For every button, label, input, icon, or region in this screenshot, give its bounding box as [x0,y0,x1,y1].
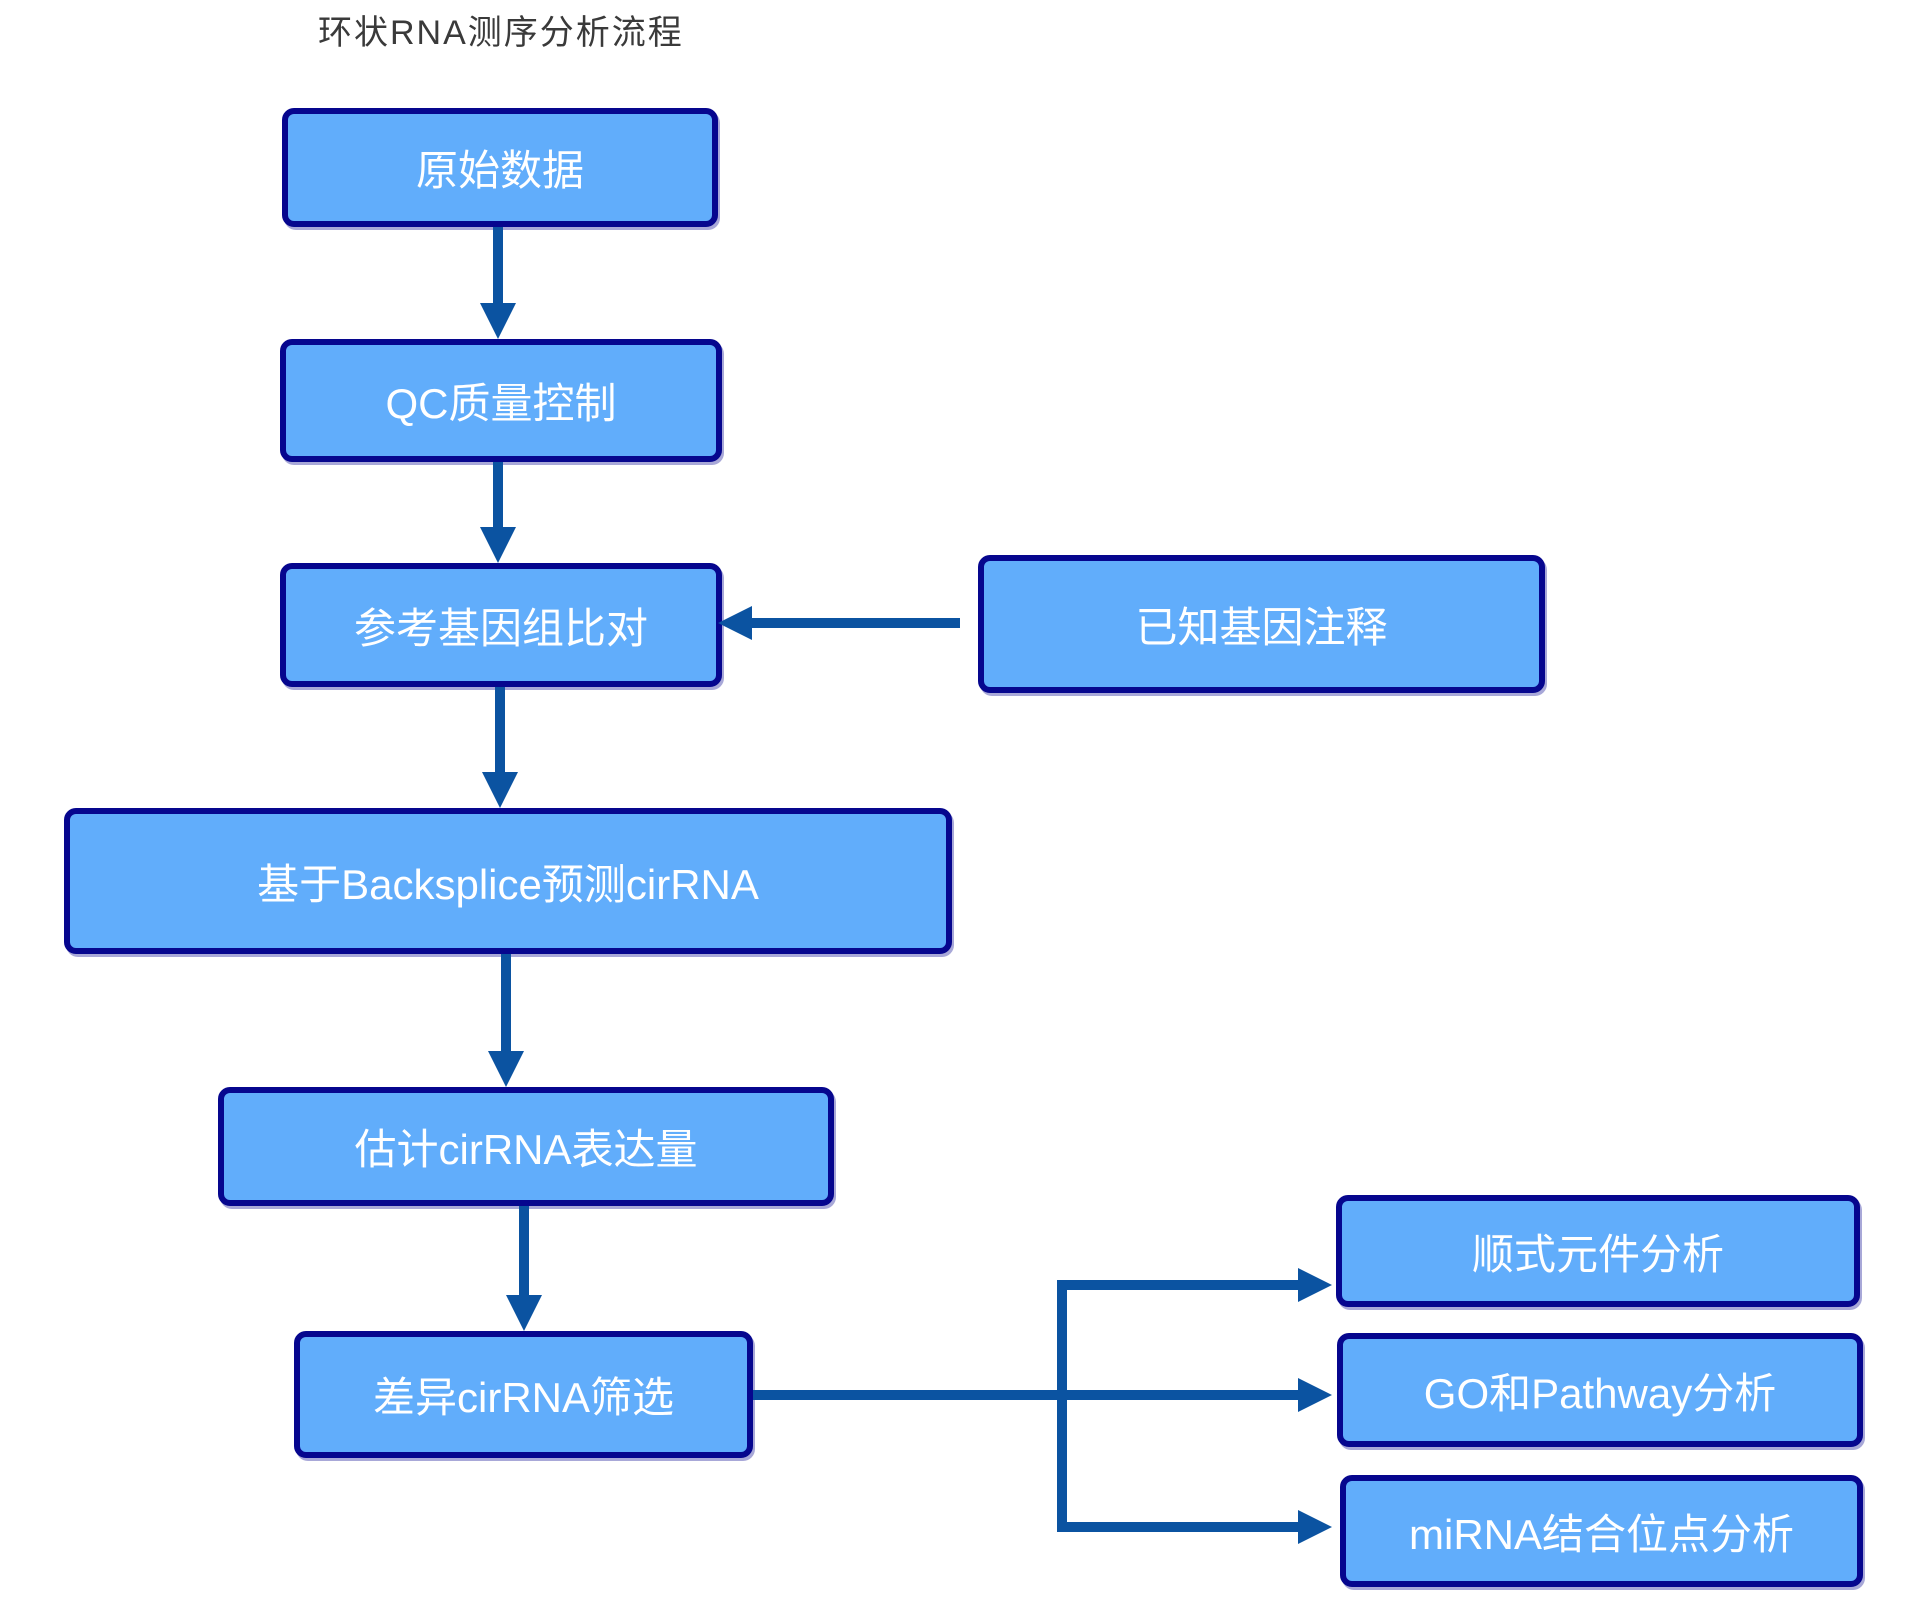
branch-feed-line [753,1390,1298,1400]
arrow-stem [493,227,503,303]
node-backsplice-prediction: 基于Backsplice预测cirRNA [64,808,952,954]
node-expression-estimation-label: 估计cirRNA表达量 [354,1126,698,1173]
node-mirna-binding-site-analysis-label: miRNA结合位点分析 [1409,1510,1794,1558]
arrow-stem [752,618,960,628]
arrowhead-left-icon [718,606,752,640]
node-known-gene-annotation: 已知基因注释 [978,555,1545,693]
node-raw-data-label: 原始数据 [415,147,584,194]
branch-vertical-line [1057,1280,1067,1532]
node-raw-data: 原始数据 [282,108,718,227]
arrowhead-down-icon [506,1295,542,1331]
branch-bottom-line [1057,1522,1298,1532]
node-go-pathway-analysis-label: GO和Pathway分析 [1423,1369,1777,1417]
node-mirna-binding-site-analysis: miRNA结合位点分析 [1340,1475,1863,1587]
node-qc-label: QC质量控制 [385,380,617,427]
node-cis-element-analysis: 顺式元件分析 [1336,1195,1860,1307]
node-known-gene-annotation-label: 已知基因注释 [1135,603,1388,651]
node-differential-screening: 差异cirRNA筛选 [294,1331,753,1458]
arrowhead-down-icon [482,772,518,808]
arrow-stem [493,462,503,527]
arrow-stem [501,954,511,1051]
branch-top-line [1057,1280,1298,1290]
arrowhead-down-icon [480,303,516,339]
arrow-stem [519,1206,529,1295]
node-go-pathway-analysis: GO和Pathway分析 [1337,1333,1863,1447]
arrowhead-right-icon [1298,1510,1332,1544]
node-expression-estimation: 估计cirRNA表达量 [218,1087,834,1206]
arrowhead-down-icon [488,1051,524,1087]
node-genome-alignment-label: 参考基因组比对 [353,604,648,652]
arrowhead-right-icon [1298,1378,1332,1412]
arrowhead-down-icon [480,527,516,563]
arrow-stem [495,687,505,772]
node-backsplice-prediction-label: 基于Backsplice预测cirRNA [257,860,759,908]
node-genome-alignment: 参考基因组比对 [280,563,722,687]
arrowhead-right-icon [1298,1268,1332,1302]
node-cis-element-analysis-label: 顺式元件分析 [1471,1230,1724,1278]
node-differential-screening-label: 差异cirRNA筛选 [373,1374,674,1421]
node-qc: QC质量控制 [280,339,722,462]
diagram-title: 环状RNA测序分析流程 [318,14,684,52]
